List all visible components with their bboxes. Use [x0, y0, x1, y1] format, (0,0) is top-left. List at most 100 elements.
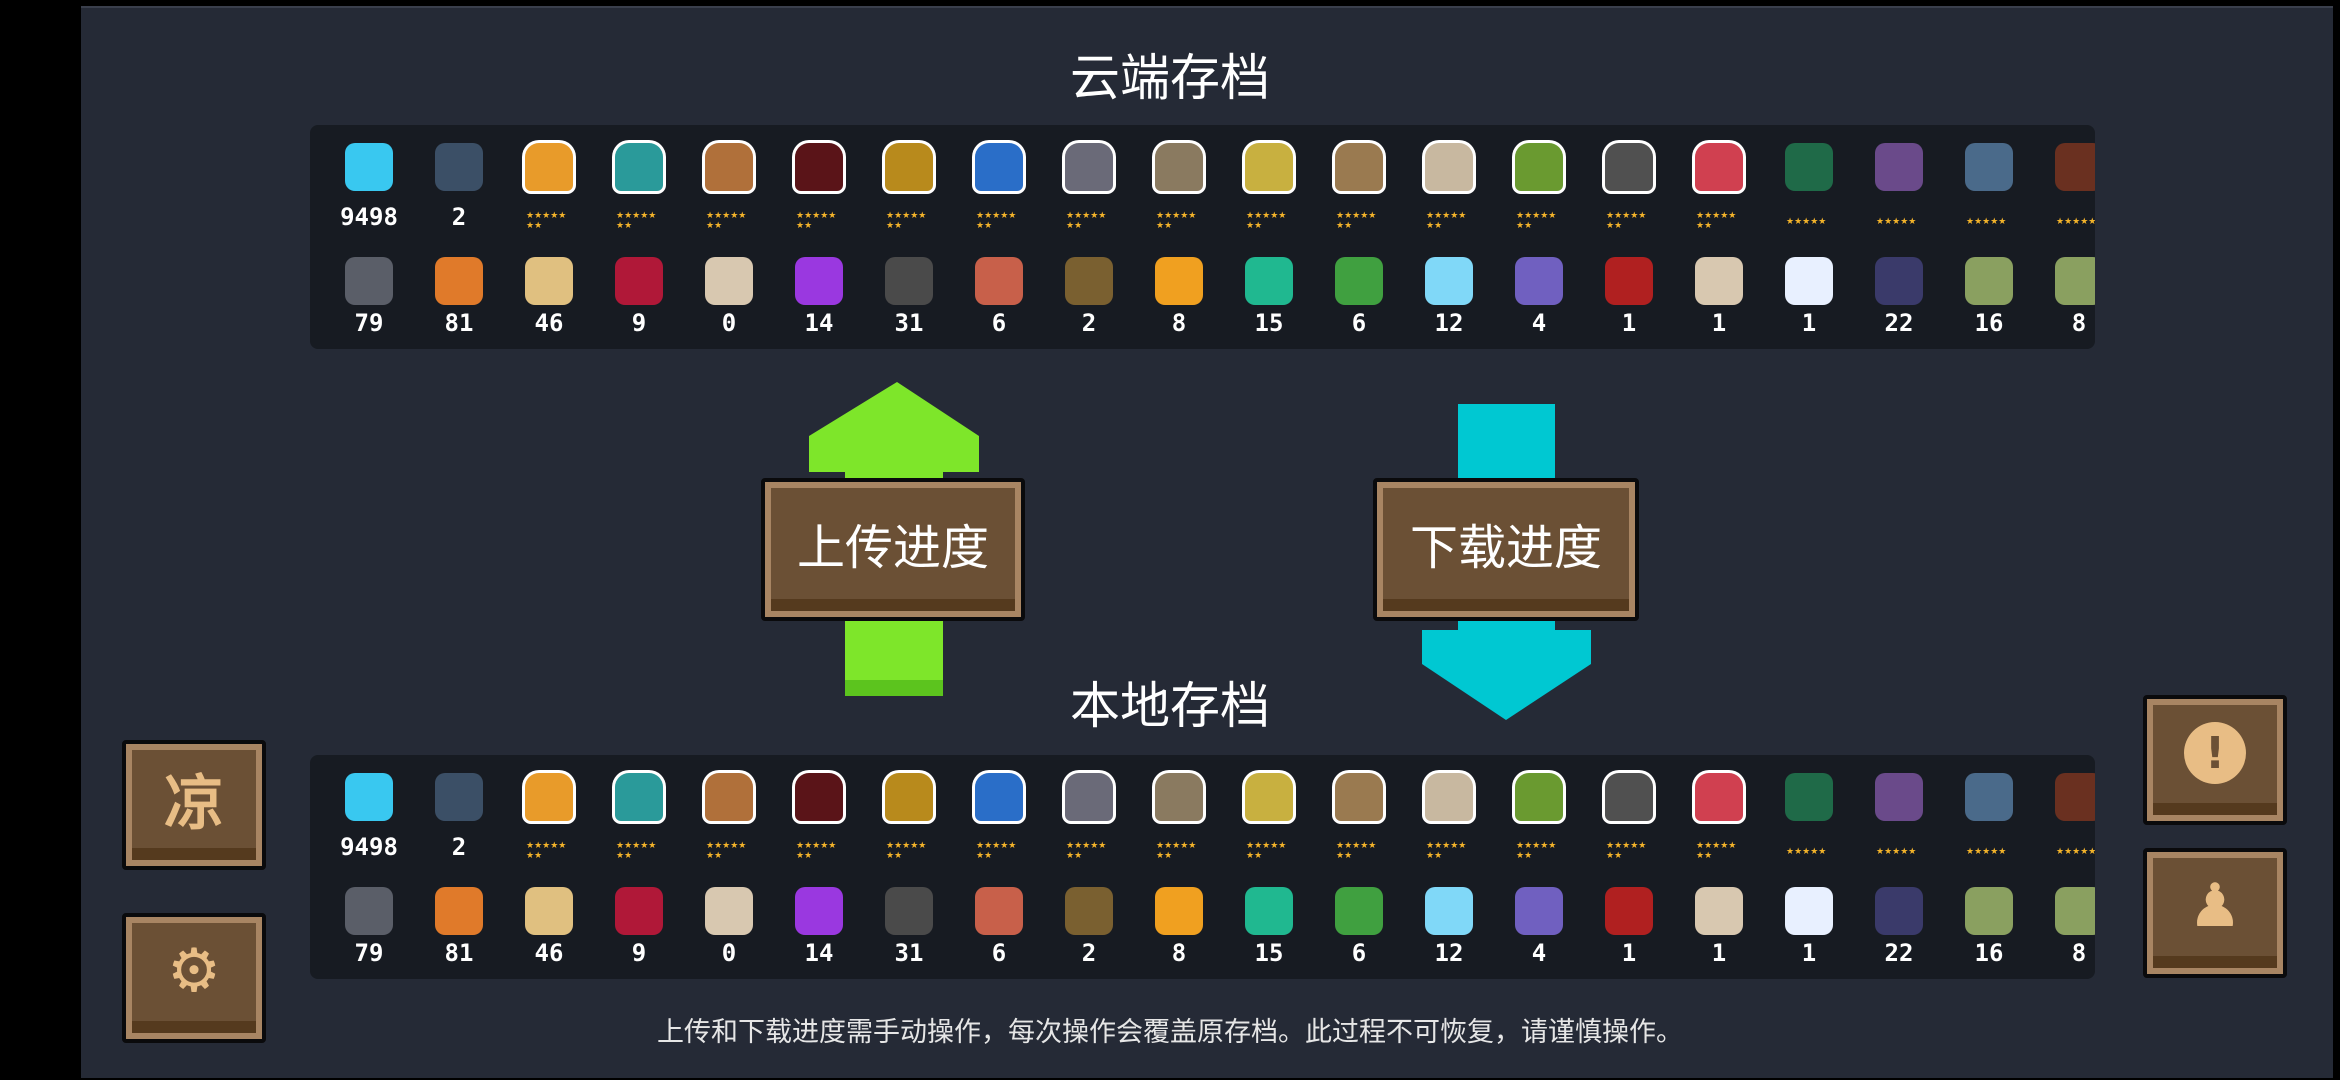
item-count: 6	[991, 939, 1007, 967]
save-slot-bottom: 1	[1764, 863, 1854, 971]
save-slot-top: ★★★★★	[1854, 125, 1944, 233]
star-rating: ★★★★★	[1966, 847, 2007, 857]
item-count: 1	[1621, 309, 1637, 337]
save-slot-bottom: 16	[1944, 233, 2034, 341]
alert-button[interactable]: !	[2143, 695, 2287, 825]
plant-icon	[2055, 773, 2095, 821]
profile-button[interactable]: ♟	[2143, 848, 2287, 978]
star-rating: ★★★★★★★	[706, 211, 747, 231]
star-rating: ★★★★★★★	[976, 211, 1017, 231]
item-count: 79	[354, 309, 384, 337]
star-rating: ★★★★★★★	[886, 841, 927, 861]
save-slot-top: ★★★★★★★	[1044, 125, 1134, 233]
star-rating: ★★★★★★★	[1156, 211, 1197, 231]
item-count: 22	[1884, 309, 1914, 337]
star-rating: ★★★★★	[1876, 217, 1917, 227]
item-count: 0	[721, 309, 737, 337]
save-slot-top: ★★★★★	[1764, 125, 1854, 233]
save-slot-top: ★★★★★	[1944, 125, 2034, 233]
ice-crystal-icon	[1425, 257, 1473, 305]
item-count: 81	[444, 309, 474, 337]
save-slot-bottom: 16	[1944, 863, 2034, 971]
save-slot-bottom: 6	[1314, 233, 1404, 341]
save-slot-top: ★★★★★★★	[504, 755, 594, 863]
upload-progress-button[interactable]: 上传进度	[761, 478, 1025, 621]
save-slot-top: ★★★★★★★	[1404, 755, 1494, 863]
star-rating: ★★★★★★★	[1066, 211, 1107, 231]
save-slot-bottom: 2	[1044, 863, 1134, 971]
robot-icon	[1605, 143, 1653, 191]
save-slot-bottom: 22	[1854, 863, 1944, 971]
settings-button[interactable]: ⚙	[122, 913, 266, 1043]
save-slot-top: ★★★★★★★	[504, 125, 594, 233]
star-rating: ★★★★★★★	[526, 211, 567, 231]
feather-icon	[1785, 257, 1833, 305]
item-count: 9	[631, 939, 647, 967]
item-count: 1	[1801, 309, 1817, 337]
item-count: 46	[534, 309, 564, 337]
elf-icon	[1245, 143, 1293, 191]
save-slot-top: ★★★★★★★	[774, 755, 864, 863]
seed-bag-icon	[1965, 887, 2013, 935]
horn-icon	[1065, 257, 1113, 305]
save-slot-bottom: 9	[594, 233, 684, 341]
save-slot-top: ★★★★★★★	[684, 755, 774, 863]
star-rating: ★★★★★★★	[616, 841, 657, 861]
star-rating: ★★★★★★★	[1156, 841, 1197, 861]
druid-icon	[1515, 143, 1563, 191]
save-slot-top: ★★★★★★★	[594, 755, 684, 863]
star-rating: ★★★★★★★	[1246, 211, 1287, 231]
engineer-icon	[975, 773, 1023, 821]
person-icon: ♟	[2188, 871, 2242, 941]
star-rating: ★★★★★	[2056, 847, 2095, 857]
save-slot-top: ★★★★★	[1854, 755, 1944, 863]
robot-icon	[1605, 773, 1653, 821]
save-slot-bottom: 12	[1404, 233, 1494, 341]
save-slot-top: 2	[414, 755, 504, 863]
star-rating: ★★★★★	[1966, 217, 2007, 227]
save-slot-bottom: 1	[1764, 233, 1854, 341]
berserker-icon	[1695, 773, 1743, 821]
cool-button[interactable]: 凉	[122, 740, 266, 870]
item-count: 31	[894, 309, 924, 337]
save-slot-top: ★★★★★★★	[1224, 125, 1314, 233]
save-slot-top: ★★★★★	[2034, 755, 2095, 863]
save-slot-top: ★★★★★★★	[774, 125, 864, 233]
green-machine-icon	[1785, 773, 1833, 821]
books-icon	[1875, 773, 1923, 821]
berserker-icon	[1695, 143, 1743, 191]
save-slot-bottom: 6	[954, 863, 1044, 971]
star-rating: ★★★★★★★	[1606, 841, 1647, 861]
star-rating: ★★★★★★★	[706, 841, 747, 861]
item-count: 2	[1081, 939, 1097, 967]
star-rating: ★★★★★	[1786, 847, 1827, 857]
save-slot-bottom: 1	[1674, 233, 1764, 341]
alert-icon: !	[2147, 699, 2283, 807]
vampire-icon	[1065, 773, 1113, 821]
red-crystal-icon	[615, 257, 663, 305]
download-progress-button[interactable]: 下载进度	[1373, 478, 1639, 621]
save-slot-top: ★★★★★★★	[1494, 125, 1584, 233]
save-slot-bottom: 8	[2034, 233, 2095, 341]
wizard-icon	[705, 143, 753, 191]
star-rating: ★★★★★★★	[1696, 841, 1737, 861]
save-slot-top: ★★★★★★★	[864, 125, 954, 233]
save-slot-bottom: 12	[1404, 863, 1494, 971]
save-slot-bottom: 81	[414, 863, 504, 971]
knight-icon	[525, 773, 573, 821]
cloud-save-title: 云端存档	[1070, 49, 1270, 107]
item-count: 14	[804, 939, 834, 967]
local-save-title: 本地存档	[1070, 677, 1270, 735]
engineer-icon	[975, 143, 1023, 191]
save-slot-bottom: 79	[324, 233, 414, 341]
save-slot-bottom: 2	[1044, 233, 1134, 341]
gear-part-icon	[885, 257, 933, 305]
item-count: 9498	[340, 203, 398, 231]
star-rating: ★★★★★★★	[1246, 841, 1287, 861]
scroll-icon	[705, 887, 753, 935]
save-slot-bottom: 31	[864, 863, 954, 971]
item-count: 1	[1711, 309, 1727, 337]
fire-crystal-icon	[1155, 887, 1203, 935]
star-rating: ★★★★★	[1786, 217, 1827, 227]
